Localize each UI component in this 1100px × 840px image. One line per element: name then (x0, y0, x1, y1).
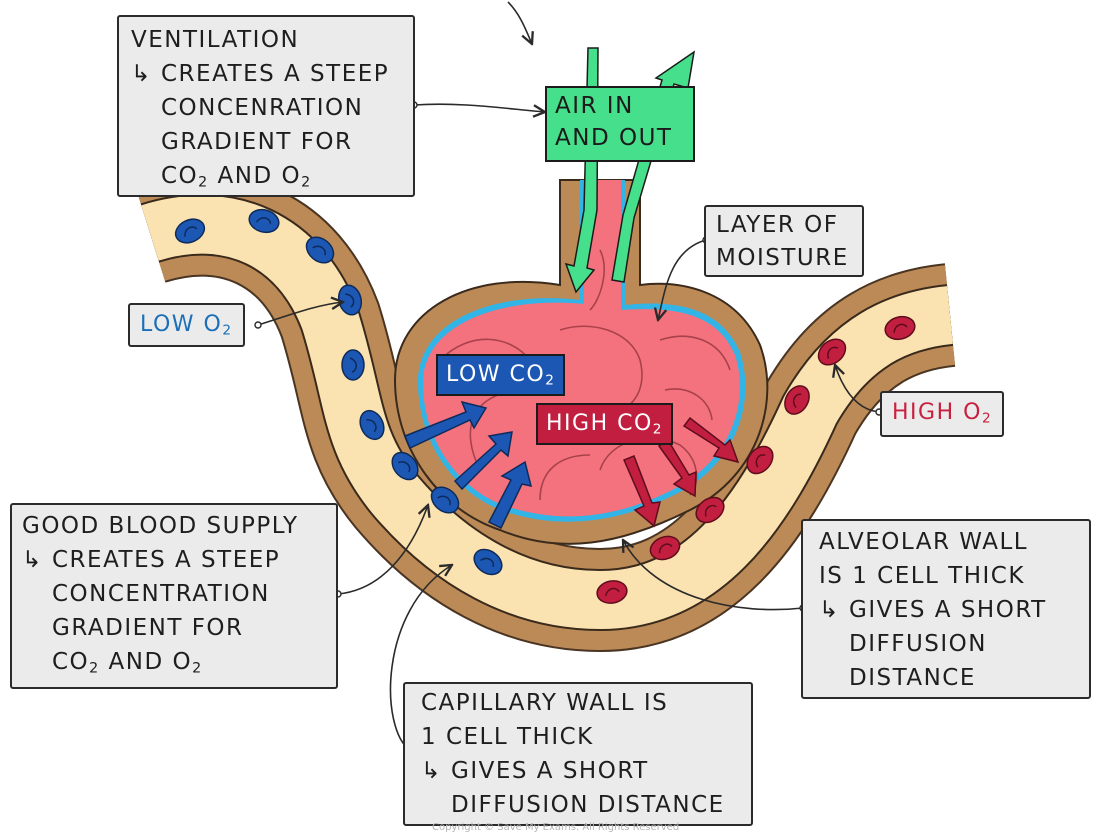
hook-arrow-icon: ↳ (819, 597, 840, 623)
alveolar-wall-label-box: ALVEOLAR WALL IS 1 CELL THICK ↳ GIVES A S… (801, 519, 1091, 699)
high-carbon-dioxide-label: HIGH CO2 (536, 403, 673, 445)
label-pointers (257, 1, 880, 751)
moisture-line1: LAYER OF (716, 212, 839, 238)
copyright-notice: Copyright © Save My Exams. All Rights Re… (432, 822, 680, 833)
hook-arrow-icon: ↳ (421, 758, 442, 784)
ventilation-line3: GRADIENT FOR (161, 129, 353, 155)
capillary-wall-line2: 1 CELL THICK (421, 724, 594, 750)
low-oxygen-tag: LOW O2 (128, 303, 245, 347)
air-label-line1: AIR IN (555, 93, 634, 119)
blood-supply-title: GOOD BLOOD SUPPLY (22, 513, 299, 539)
blood-supply-label-box: GOOD BLOOD SUPPLY ↳ CREATES A STEEP CONCE… (10, 503, 338, 689)
alveolar-wall-line1: ALVEOLAR WALL (819, 529, 1029, 555)
air-label-line2: AND OUT (555, 125, 673, 151)
carbon-dioxide-diffusion-arrows (623, 416, 740, 528)
moisture-line2: MOISTURE (716, 245, 849, 271)
ventilation-label-box: VENTILATION ↳ CREATES A STEEP CONCENRATIO… (117, 15, 415, 197)
ventilation-line2: CONCENRATION (161, 95, 364, 121)
alveolar-wall-line5: DISTANCE (849, 665, 976, 691)
capillary-wall-line4: DIFFUSION DISTANCE (451, 792, 725, 818)
capillary-wall-line3: GIVES A SHORT (451, 758, 649, 784)
hook-arrow-icon: ↳ (22, 547, 43, 573)
oxygen-diffusion-arrows (404, 400, 533, 530)
ventilation-co2: CO (161, 163, 199, 189)
ventilation-title: VENTILATION (131, 27, 300, 53)
hook-arrow-icon: ↳ (131, 61, 152, 87)
low-carbon-dioxide-label: LOW CO2 (436, 354, 566, 396)
deoxygenated-red-blood-cells (174, 208, 503, 576)
alveolar-wall-line4: DIFFUSION (849, 631, 987, 657)
alveolar-wall-line2: IS 1 CELL THICK (819, 563, 1025, 589)
blood-supply-line1: CREATES A STEEP (52, 547, 281, 573)
blood-supply-line3: GRADIENT FOR (52, 615, 244, 641)
moisture-label-box: LAYER OF MOISTURE (704, 205, 864, 277)
blood-supply-o2: AND O (99, 649, 193, 675)
capillary-wall-label-box: CAPILLARY WALL IS 1 CELL THICK ↳ GIVES A … (403, 682, 753, 826)
ventilation-line1: CREATES A STEEP (161, 61, 390, 87)
high-oxygen-tag: HIGH O2 (880, 391, 1005, 437)
air-in-out-label: AIR IN AND OUT (545, 86, 695, 162)
capillary-wall-line1: CAPILLARY WALL IS (421, 690, 669, 716)
blood-supply-line2: CONCENTRATION (52, 581, 270, 607)
oxygenated-red-blood-cells (596, 315, 916, 604)
blood-supply-co2: CO (52, 649, 90, 675)
alveolar-wall-line3: GIVES A SHORT (849, 597, 1047, 623)
ventilation-o2: AND O (208, 163, 302, 189)
